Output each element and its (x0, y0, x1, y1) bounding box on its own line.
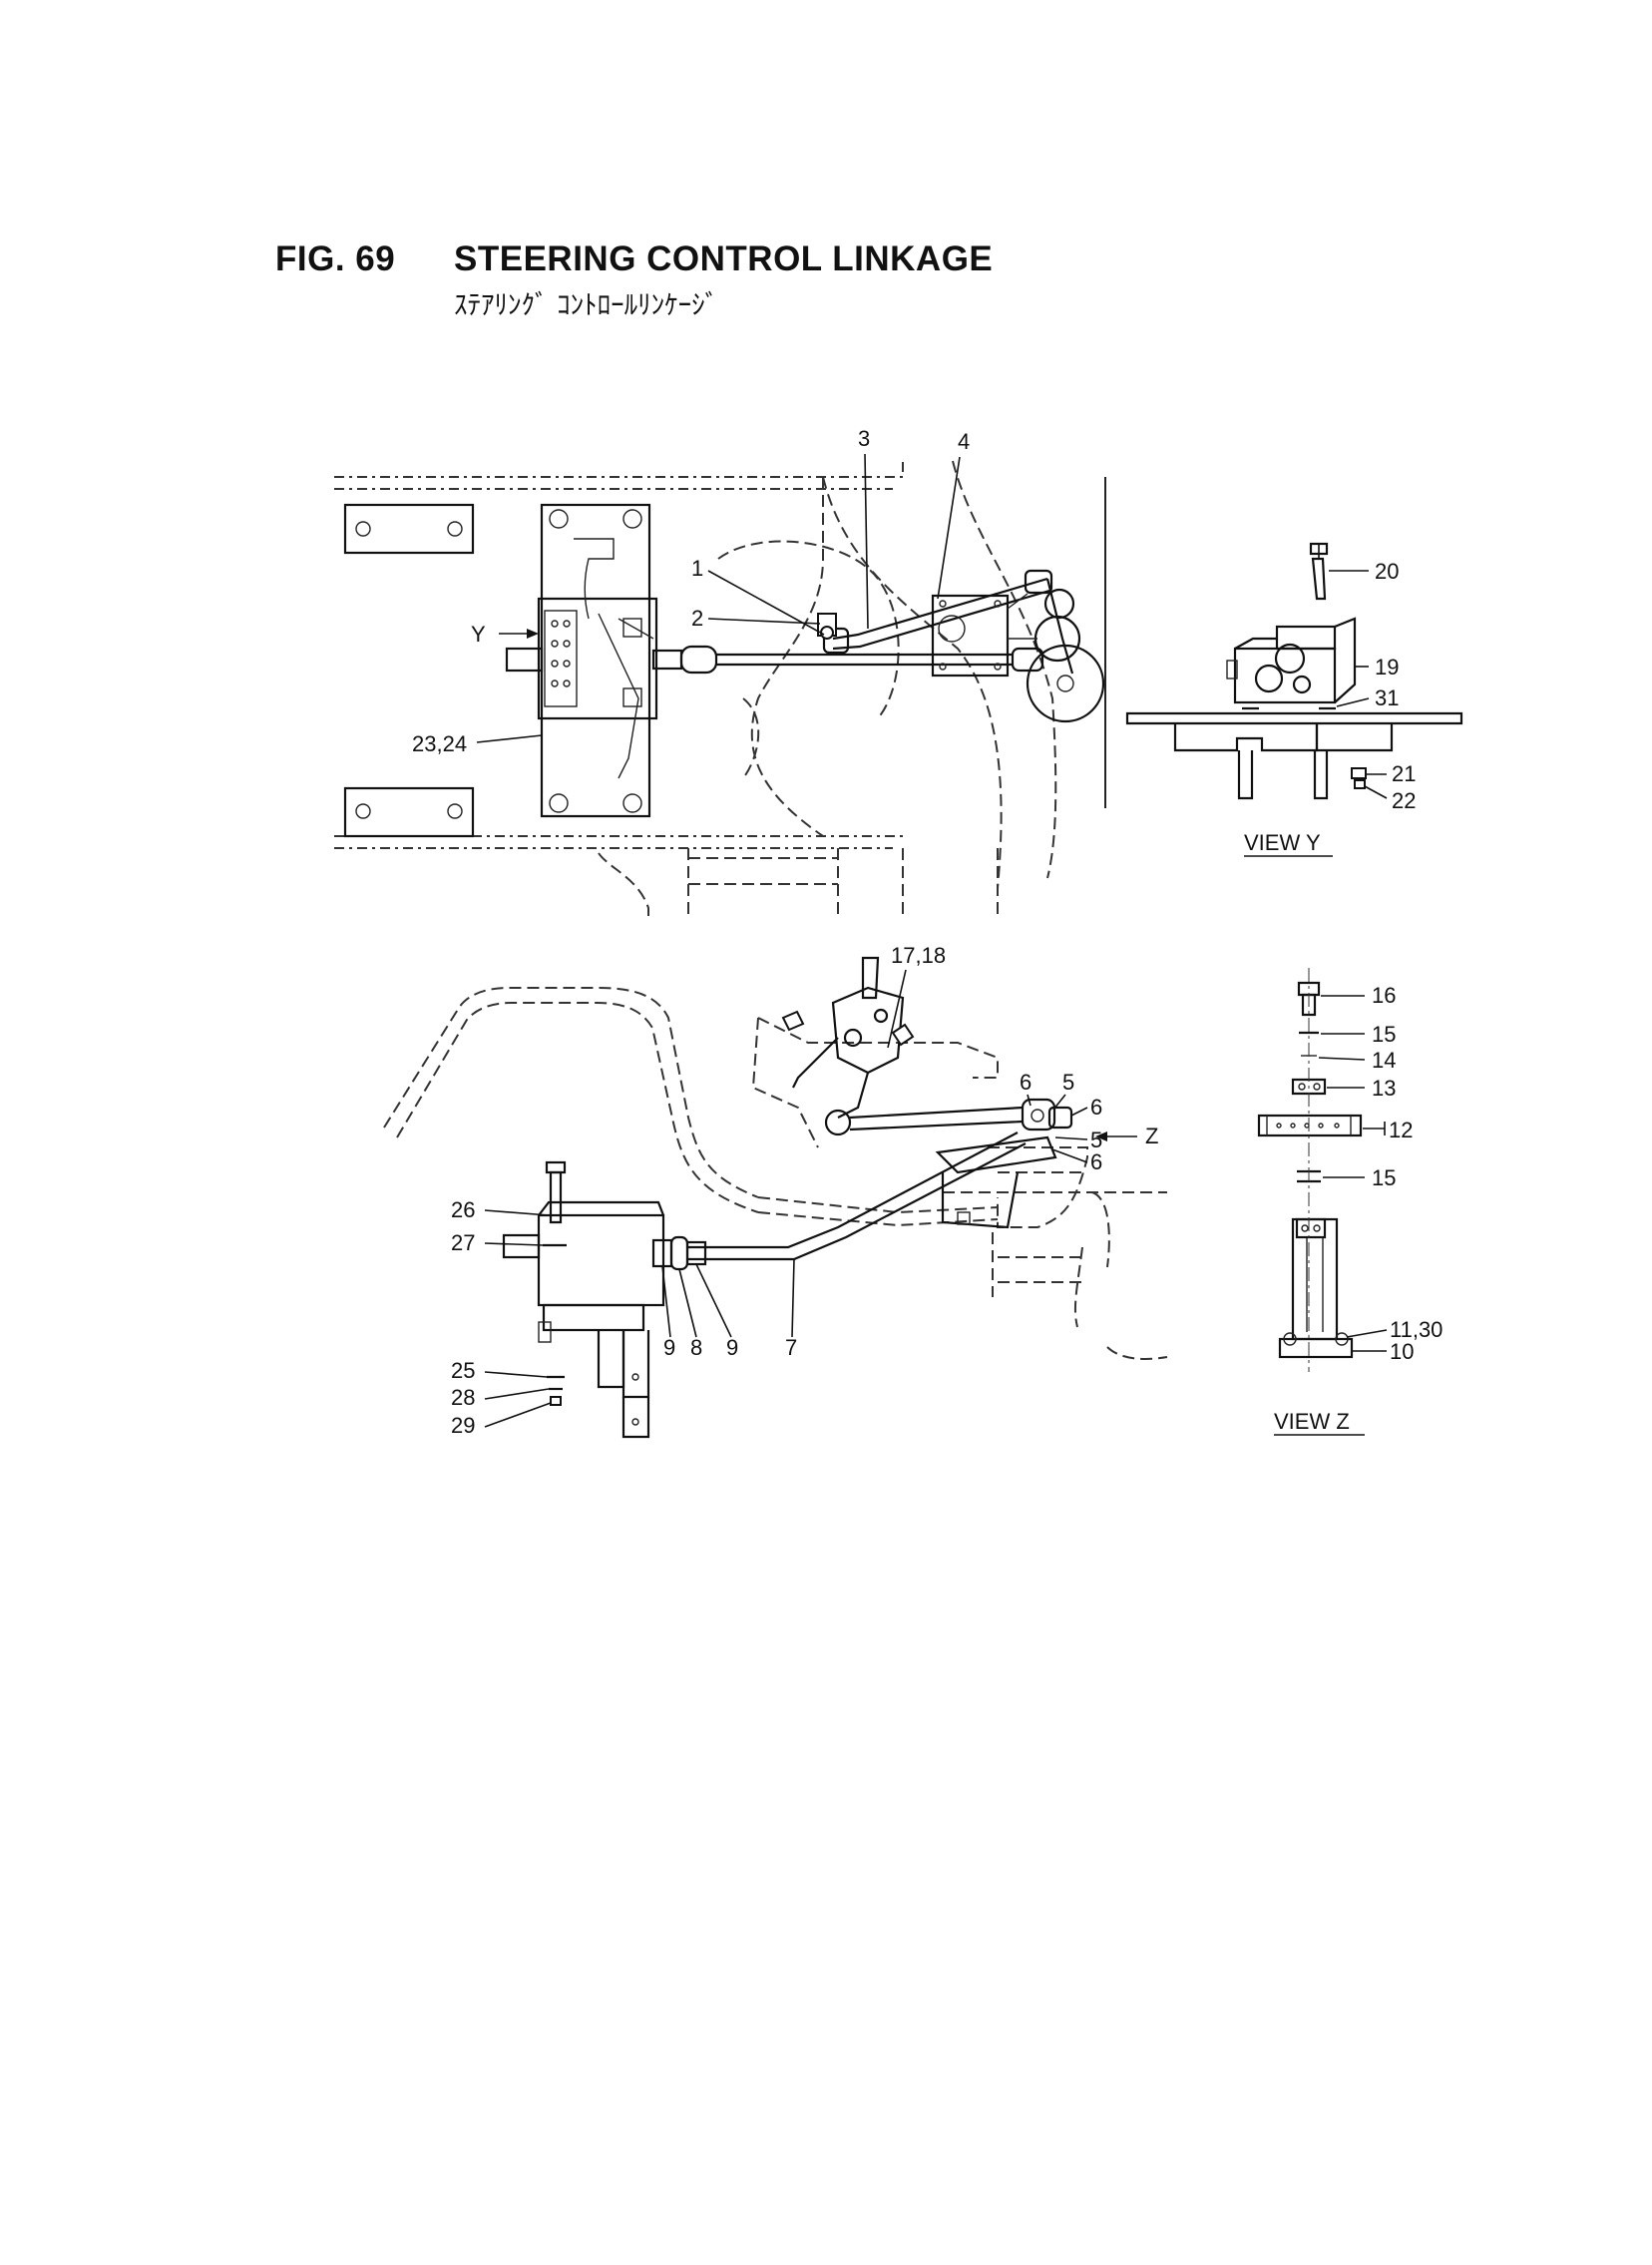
callout-25: 25 (451, 1358, 475, 1383)
callout-6-a: 6 (1020, 1070, 1032, 1095)
callout-2: 2 (691, 606, 703, 631)
view-y-detail: 20 19 31 21 22 VIEW Y (1125, 542, 1463, 857)
figure-number: FIG. 69 (275, 239, 396, 278)
title-block: FIG. 69 STEERING CONTROL LINKAGE ｽﾃｱﾘﾝｸﾞ… (0, 0, 1652, 359)
callout-14: 14 (1372, 1048, 1396, 1073)
callout-31: 31 (1375, 685, 1399, 710)
callout-15-a: 15 (1372, 1022, 1396, 1047)
callout-6-b: 6 (1090, 1095, 1102, 1120)
callout-20: 20 (1375, 559, 1399, 584)
callout-15-b: 15 (1372, 1165, 1396, 1190)
callout-23-24: 23,24 (412, 731, 467, 756)
view-z-label: VIEW Z (1274, 1409, 1350, 1434)
callout-11-30: 11,30 (1390, 1317, 1443, 1342)
callout-19: 19 (1375, 655, 1399, 680)
callout-29: 29 (451, 1413, 475, 1438)
callout-3: 3 (858, 426, 870, 451)
view-z-marker: Z (1145, 1124, 1158, 1148)
callout-26: 26 (451, 1197, 475, 1222)
view-z-detail: 16 15 14 13 12 15 11,30 10 VIEW Z (1257, 968, 1443, 1436)
callout-17-18: 17,18 (891, 943, 946, 968)
figure-title: STEERING CONTROL LINKAGE (454, 239, 994, 278)
callout-5-b: 5 (1090, 1128, 1102, 1152)
callout-10: 10 (1390, 1339, 1414, 1364)
callout-9-a: 9 (663, 1335, 675, 1360)
callout-27: 27 (451, 1230, 475, 1255)
callout-12: 12 (1389, 1118, 1413, 1142)
callout-6-c: 6 (1090, 1149, 1102, 1174)
callout-8: 8 (690, 1335, 702, 1360)
callout-5-a: 5 (1062, 1070, 1074, 1095)
callout-21: 21 (1392, 761, 1416, 786)
callout-9-b: 9 (726, 1335, 738, 1360)
side-elevation-view: 17,18 6 5 6 5 6 Z 7 9 8 9 26 27 25 28 29 (383, 943, 1168, 1439)
top-plan-view: Y 3 4 1 2 23,24 (334, 426, 1106, 916)
callout-16: 16 (1372, 983, 1396, 1008)
figure-subtitle-japanese: ｽﾃｱﾘﾝｸﾞ ｺﾝﾄﾛｰﾙﾘﾝｹｰｼﾞ (454, 290, 719, 321)
callout-28: 28 (451, 1385, 475, 1410)
view-y-marker: Y (471, 622, 486, 647)
callout-22: 22 (1392, 788, 1416, 813)
callout-4: 4 (958, 429, 970, 454)
callout-13: 13 (1372, 1076, 1396, 1101)
callout-1: 1 (691, 556, 703, 581)
view-y-label: VIEW Y (1244, 830, 1321, 855)
callout-7: 7 (785, 1335, 797, 1360)
